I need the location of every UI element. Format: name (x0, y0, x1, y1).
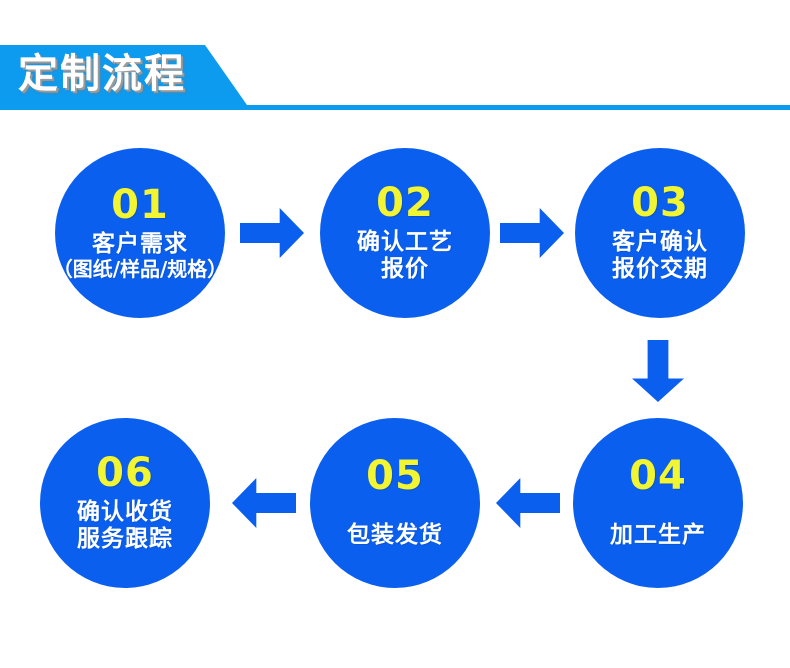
arrow-down-icon (632, 340, 684, 402)
banner-shape (0, 45, 247, 105)
header-banner: 定制流程 (0, 45, 790, 110)
arrow-right-icon (500, 208, 564, 258)
flow-step-02: 02 确认工艺 报价 (320, 148, 490, 318)
banner-underline (0, 105, 790, 110)
step-number-02: 02 (376, 179, 434, 226)
arrow-left-icon (232, 478, 296, 528)
step-number-06: 06 (96, 449, 154, 496)
flow-step-04: 04 加工生产 (573, 418, 743, 588)
flow-step-03: 03 客户确认 报价交期 (575, 148, 745, 318)
page-title: 定制流程 (18, 51, 186, 97)
arrow-right-icon (240, 208, 304, 258)
step-label-02-line2: 报价 (381, 256, 429, 282)
flow-step-06: 06 确认收货 服务跟踪 (40, 418, 210, 588)
step-number-04: 04 (629, 453, 687, 500)
step-label-03-line1: 客户确认 (612, 228, 708, 255)
step-label-06-line1: 确认收货 (77, 498, 173, 525)
flow-step-05: 05 包装发货 (310, 418, 480, 588)
step-number-05: 05 (366, 453, 424, 500)
step-label-03-line2: 报价交期 (612, 256, 708, 282)
step-number-01: 01 (111, 181, 169, 228)
step-label-06-line2: 服务跟踪 (77, 526, 173, 552)
step-label-04-line1: 加工生产 (610, 522, 706, 549)
step-label-01-line2: （图纸/样品/规格） (52, 256, 228, 281)
step-label-02-line1: 确认工艺 (357, 228, 453, 255)
step-number-03: 03 (631, 179, 689, 226)
step-label-05-line1: 包装发货 (347, 522, 443, 549)
step-label-01-line1: 客户需求 (92, 230, 188, 257)
arrow-left-icon (496, 478, 560, 528)
flow-step-01: 01 客户需求 （图纸/样品/规格） (52, 148, 228, 318)
